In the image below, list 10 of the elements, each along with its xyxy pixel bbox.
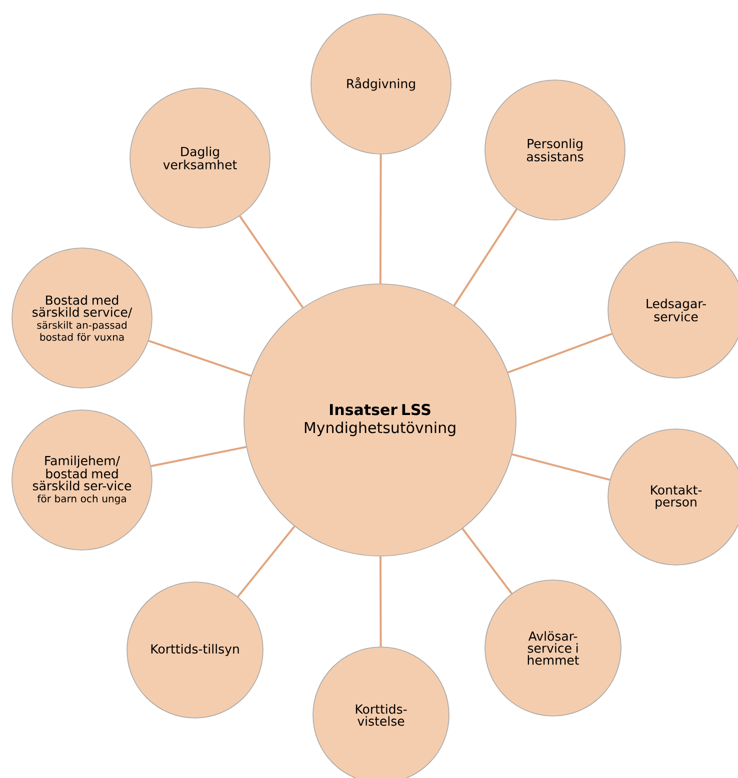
connector-line bbox=[453, 208, 518, 306]
connector-line bbox=[150, 446, 246, 468]
connector-line bbox=[512, 453, 610, 481]
connector-line bbox=[379, 154, 382, 284]
connector-line bbox=[237, 526, 296, 598]
connector-line bbox=[148, 340, 252, 377]
connector-line bbox=[379, 556, 382, 647]
connector-line bbox=[508, 332, 612, 374]
connector-line bbox=[239, 215, 304, 308]
connector-line bbox=[462, 528, 512, 594]
